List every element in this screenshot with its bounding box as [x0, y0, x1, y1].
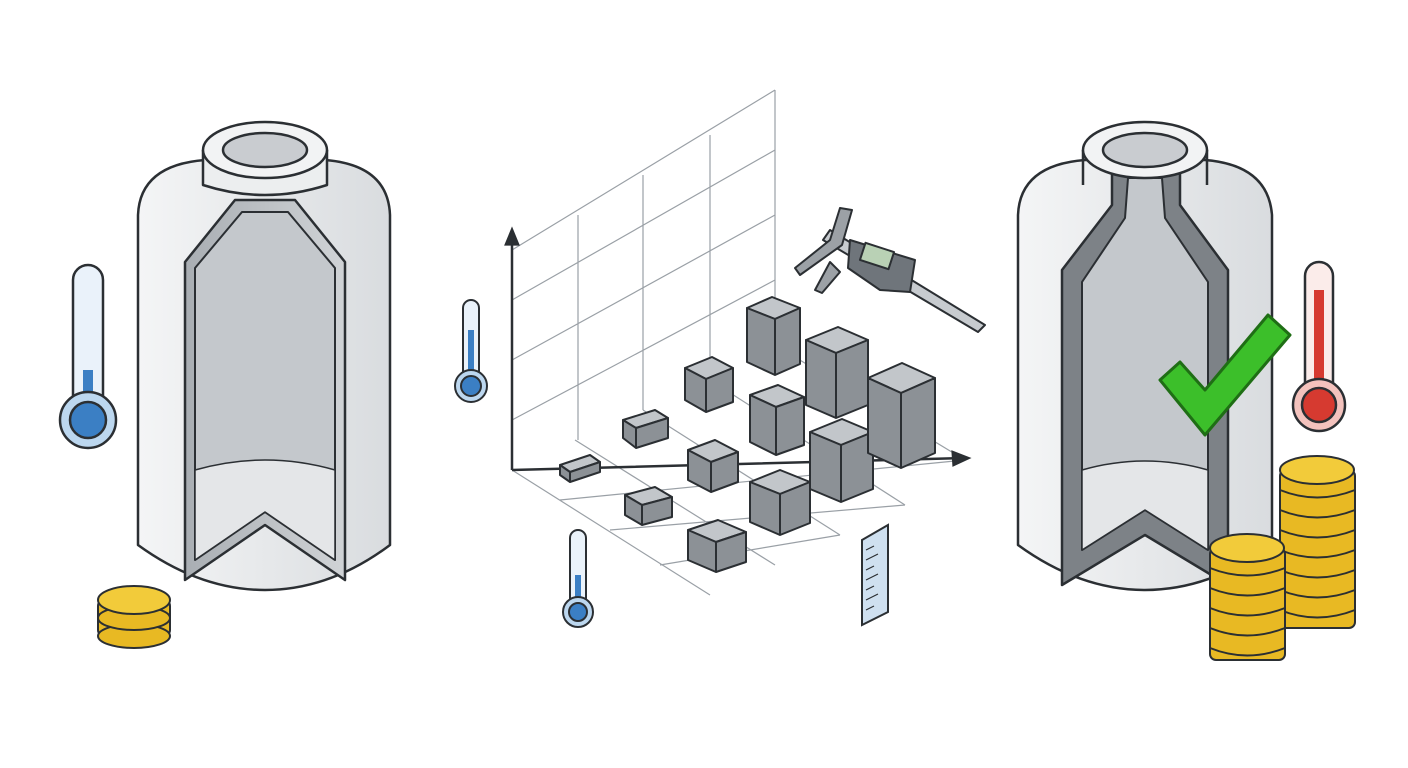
standard-vessel	[136, 120, 392, 592]
thermometer-hot-icon	[1291, 260, 1347, 433]
block	[867, 362, 936, 469]
axis-arrows	[504, 226, 972, 467]
block	[805, 326, 869, 419]
block	[687, 519, 747, 573]
block	[684, 356, 734, 413]
doe-chart	[504, 89, 972, 596]
block	[749, 469, 811, 536]
caliper-icon	[794, 207, 986, 333]
block	[809, 418, 874, 503]
block	[749, 384, 805, 456]
block	[687, 439, 739, 493]
ruler-icon	[861, 523, 889, 627]
optimized-vessel	[1016, 120, 1274, 592]
experiment-blocks	[559, 296, 936, 573]
thermometer-cold-icon	[562, 529, 594, 628]
coin-stack-small-icon	[97, 585, 171, 649]
block	[624, 486, 673, 526]
coin-stack-large-icon	[1209, 455, 1356, 661]
block	[559, 454, 601, 483]
thermometer-cold-icon	[454, 299, 488, 403]
back-wall-grid	[511, 89, 776, 440]
thermometer-cold-icon	[58, 263, 118, 450]
checkmark-icon	[1158, 313, 1292, 437]
block	[746, 296, 801, 376]
block	[622, 409, 669, 449]
